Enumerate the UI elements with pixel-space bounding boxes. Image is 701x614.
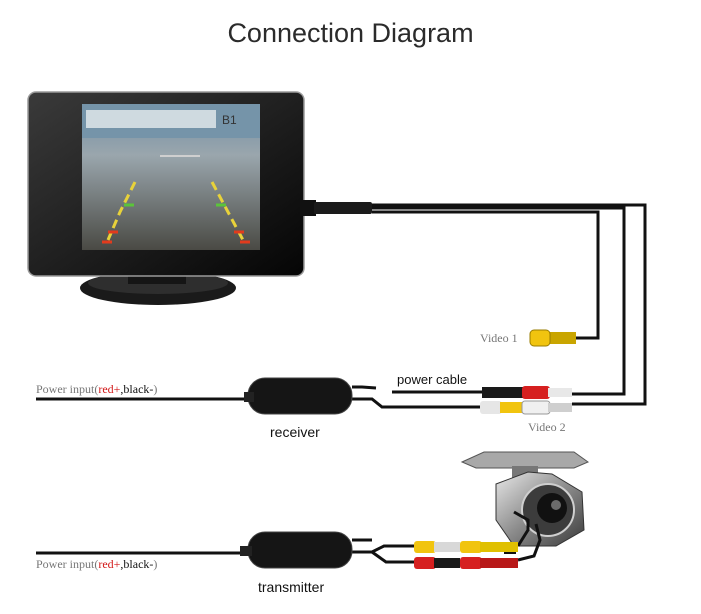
receiver-rca xyxy=(480,386,572,415)
transmitter-cables xyxy=(36,510,542,564)
video1-connector xyxy=(529,329,576,347)
receiver-label: receiver xyxy=(270,424,320,440)
receiver xyxy=(244,377,353,415)
diagram-title: Connection Diagram xyxy=(227,18,474,48)
monitor: B1 xyxy=(27,91,372,305)
screen-text: B1 xyxy=(222,113,237,127)
transmitter-rca xyxy=(414,541,518,569)
video2-label: Video 2 xyxy=(528,420,566,434)
power-input-label-receiver: Power input(red+,black-) xyxy=(36,382,158,396)
power-cable-label: power cable xyxy=(397,372,468,387)
monitor-connector xyxy=(300,200,316,216)
receiver-cables xyxy=(36,385,482,409)
camera xyxy=(460,451,590,554)
transmitter xyxy=(240,531,353,569)
monitor-cables xyxy=(372,203,647,406)
transmitter-label: transmitter xyxy=(258,579,325,595)
power-input-label-transmitter: Power input(red+,black-) xyxy=(36,557,158,571)
video1-label: Video 1 xyxy=(480,331,518,345)
